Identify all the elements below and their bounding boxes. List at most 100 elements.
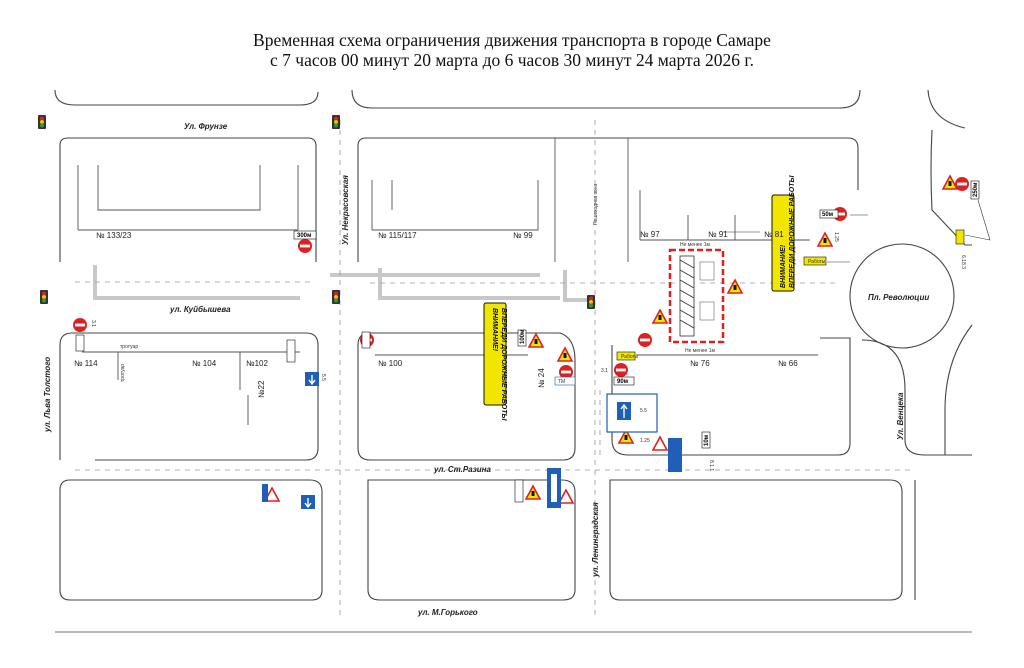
house-81: № 81 — [764, 230, 784, 239]
warning-board-right-line2: ВПЕРЕДИ ДОРОЖНЫЕ РАБОТЫ — [789, 174, 796, 288]
road-edge-right-curve — [944, 324, 973, 455]
house-104: № 104 — [192, 359, 217, 368]
road-works-sign-icon — [942, 175, 958, 190]
svg-text:3.1: 3.1 — [90, 320, 96, 327]
block-ulica-bottom-left — [59, 479, 323, 601]
give-way-sign-icon — [558, 489, 574, 504]
no-entry-sign-icon — [73, 318, 87, 332]
svg-text:1.25: 1.25 — [640, 438, 650, 444]
svg-text:10м: 10м — [704, 434, 710, 446]
sidewalk-label-vertical: тротуар — [120, 364, 126, 382]
sidewalks — [93, 265, 590, 302]
house-133-23: № 133/23 — [96, 231, 132, 240]
traffic-light-icon — [38, 115, 46, 129]
svg-text:300м: 300м — [297, 233, 312, 239]
road-edge-top-right — [927, 89, 966, 129]
house-115-117: № 115/117 — [378, 231, 417, 240]
house-97: № 97 — [640, 230, 660, 239]
lane-dashes — [75, 120, 910, 620]
road-works-sign-icon — [525, 485, 541, 500]
street-st-razina: ул. Ст.Разина — [433, 465, 491, 474]
svg-text:5.5: 5.5 — [640, 408, 647, 414]
no-entry-sign-icon — [614, 363, 628, 377]
warning-board-left-line1: ВНИМАНИЕ! — [491, 308, 498, 352]
road-works-sign-icon — [557, 347, 573, 362]
road-edge-top-left — [54, 89, 319, 106]
no-entry-sign-icon — [298, 239, 312, 253]
square-revolution — [849, 243, 955, 349]
svg-text:Работы: Работы — [621, 354, 639, 360]
warning-board-right: ВНИМАНИЕ! ВПЕРЕДИ ДОРОЖНЫЕ РАБОТЫ — [771, 174, 796, 292]
traffic-light-icon — [40, 290, 48, 304]
roads — [54, 89, 973, 633]
svg-text:Работы: Работы — [808, 259, 826, 265]
sidewalk-label: тротуар — [120, 344, 138, 350]
road-works-sign-icon — [652, 309, 668, 324]
street-leningradskaya: ул. Ленинградская — [591, 502, 600, 578]
square-revolution-label: Пл. Революции — [868, 293, 929, 302]
scheme-title: Временная схема ограничения движения тра… — [0, 30, 1024, 70]
street-m-gorkogo: ул. М.Горького — [417, 608, 478, 617]
road-works-sign-icon — [727, 279, 743, 294]
house-76: № 76 — [690, 359, 710, 368]
house-22: №22 — [257, 380, 266, 398]
street-nekrasovskaya: Ул. Некрасовская — [341, 175, 350, 245]
svg-text:100м: 100м — [520, 329, 526, 344]
warning-board-left-line2: ВПЕРЕДИ ДОРОЖНЫЕ РАБОТЫ — [500, 308, 507, 422]
warning-board-left: ВНИМАНИЕ! ВПЕРЕДИ ДОРОЖНЫЕ РАБОТЫ — [483, 302, 507, 422]
house-24: № 24 — [537, 368, 546, 388]
house-114: № 114 — [74, 359, 98, 368]
buildings — [77, 138, 818, 425]
house-66: № 66 — [778, 359, 798, 368]
road-edge-right-mid — [861, 339, 972, 456]
traffic-light-icon — [587, 295, 595, 309]
street-kuibysheva: ул. Куйбышева — [169, 305, 231, 314]
road-edge-top-mid — [351, 89, 861, 109]
work-zone: Не менее 1м Не менее 1м — [668, 242, 725, 354]
block-nekras-115 — [357, 137, 859, 262]
block-kuib-100 — [357, 332, 576, 461]
house-91: № 91 — [708, 230, 728, 239]
street-frunze: Ул. Фрунзе — [184, 122, 228, 131]
info-sign-one-way — [301, 495, 315, 509]
distance-plates: 300м 250м 100м 10м 90м 50м — [75, 180, 980, 503]
block-kuib-114 — [59, 332, 319, 461]
title-line-1: Временная схема ограничения движения тра… — [253, 30, 771, 50]
work-zone-note-bottom: Не менее 1м — [685, 348, 715, 354]
block-ulica-bottom-mid — [367, 479, 576, 601]
road-works-sign-icon — [817, 232, 833, 247]
traffic-light-icon — [332, 115, 340, 129]
road-edge-right-upper — [930, 129, 972, 246]
road-works-sign-icon — [528, 333, 544, 348]
block-76 — [611, 337, 851, 456]
street-lva-tolstogo: ул. Льва Толстого — [43, 357, 52, 433]
warning-board-right-line1: ВНИМАНИЕ! — [780, 244, 787, 288]
svg-text:1.25: 1.25 — [833, 232, 839, 242]
title-line-2: с 7 часов 00 минут 20 марта до 6 часов 3… — [270, 50, 754, 70]
pedestrian-zone-label: Пешеходная зона — [593, 183, 599, 225]
house-100: № 100 — [378, 359, 403, 368]
give-way-sign-icon — [652, 436, 668, 451]
no-entry-sign-icon — [638, 333, 652, 347]
house-102: №102 — [246, 359, 268, 368]
house-99: № 99 — [513, 231, 533, 240]
info-sign-lane — [262, 438, 682, 508]
traffic-light-icon — [332, 290, 340, 304]
svg-text:250м: 250м — [973, 182, 979, 197]
svg-text:50м: 50м — [822, 212, 834, 218]
work-zone-note-top: Не менее 1м — [680, 242, 710, 248]
info-sign-one-way: 5.5 — [305, 372, 326, 386]
sign-codes: 3.1 3.1 1.25 1.25 8.1.1 6.18.3 Работы Ра… — [90, 232, 966, 471]
svg-text:6.18.3: 6.18.3 — [960, 255, 966, 269]
svg-text:5.5: 5.5 — [320, 374, 326, 381]
block-ulica-bottom-right — [609, 479, 903, 601]
svg-text:90м: 90м — [617, 379, 629, 385]
sign-posts — [722, 199, 991, 263]
svg-text:8.1.1: 8.1.1 — [708, 460, 714, 471]
svg-text:3.1: 3.1 — [601, 368, 608, 374]
street-ventseka: Ул. Венцека — [896, 392, 905, 440]
svg-text:ТМ: ТМ — [558, 379, 565, 385]
info-sign-detour: 5.5 — [606, 393, 658, 433]
